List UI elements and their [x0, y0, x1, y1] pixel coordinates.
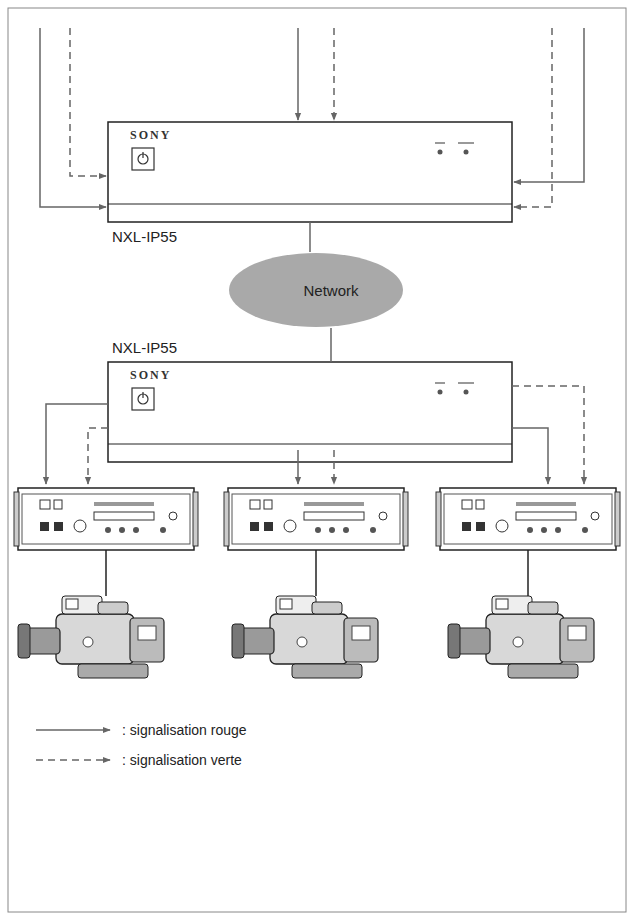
legend-sample: [34, 753, 114, 767]
network-link: [330, 328, 332, 362]
legend-sample: [34, 723, 114, 737]
legend-text: : signalisation rouge: [122, 722, 247, 738]
brand-logo: SONY: [130, 128, 171, 143]
model-name: NXL-IP55: [112, 339, 177, 356]
model-name: NXL-IP55: [112, 228, 177, 245]
network-cloud: Network: [228, 252, 434, 328]
legend-text: : signalisation verte: [122, 752, 242, 768]
device-box: SONYNXL-IP55: [108, 122, 512, 222]
network-label: Network: [228, 282, 434, 299]
brand-logo: SONY: [130, 368, 171, 383]
device-box: SONYNXL-IP55: [108, 362, 512, 462]
legend-row: : signalisation rouge: [34, 722, 247, 738]
network-link: [309, 222, 311, 252]
legend-row: : signalisation verte: [34, 752, 242, 768]
